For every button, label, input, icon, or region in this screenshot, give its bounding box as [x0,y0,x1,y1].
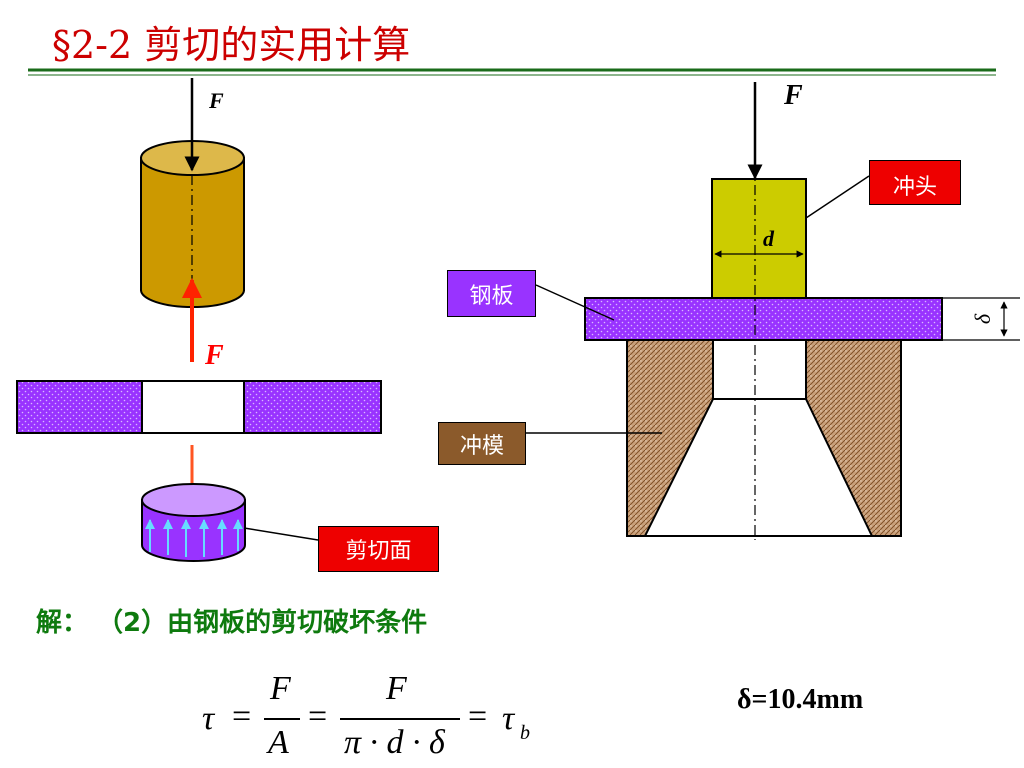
punch [711,178,807,299]
formula-subscript-b: b [520,722,530,744]
formula-den-2: π · d · δ [344,724,445,761]
formula-eq-3: = [468,698,488,735]
punch-leader [805,175,870,219]
left-force-label-reaction: F [205,340,224,371]
formula-fraction-bar-1 [264,718,300,720]
slide-title: §2-2 剪切的实用计算 [52,23,411,67]
thickness-result: δ=10.4mm [737,684,864,715]
formula-den-1: A [268,724,289,761]
formula-tau: τ [202,700,215,737]
formula-eq-1: = [232,698,252,735]
title-underline [28,68,996,76]
diameter-label: d [763,226,774,251]
die [626,339,902,537]
formula-fraction-bar-2 [340,718,460,720]
formula-eq-2: = [308,698,328,735]
shear-surface-leader [243,527,319,541]
formula-tau-b: τ [502,700,515,737]
thickness-dimension [942,297,1020,341]
shear-stress-arrows [145,519,243,557]
left-steel-plate [16,380,382,434]
formula-num-1: F [270,670,291,707]
die-label: 冲模 [438,422,526,465]
plate-label: 钢板 [447,270,536,317]
thickness-label: δ [970,313,996,325]
left-force-label-top: F [209,88,224,113]
shear-surface-label: 剪切面 [318,526,439,572]
shear-failure-formula: τ = F A = F π · d · δ = τ b [200,668,560,768]
solution-step: 解： （2）由钢板的剪切破坏条件 [36,608,428,638]
plate-leader [535,284,615,321]
sheared-disk [141,483,246,562]
right-force-label: F [784,80,803,111]
punch-label: 冲头 [869,160,961,205]
formula-num-2: F [386,670,407,707]
right-steel-plate [584,297,943,341]
